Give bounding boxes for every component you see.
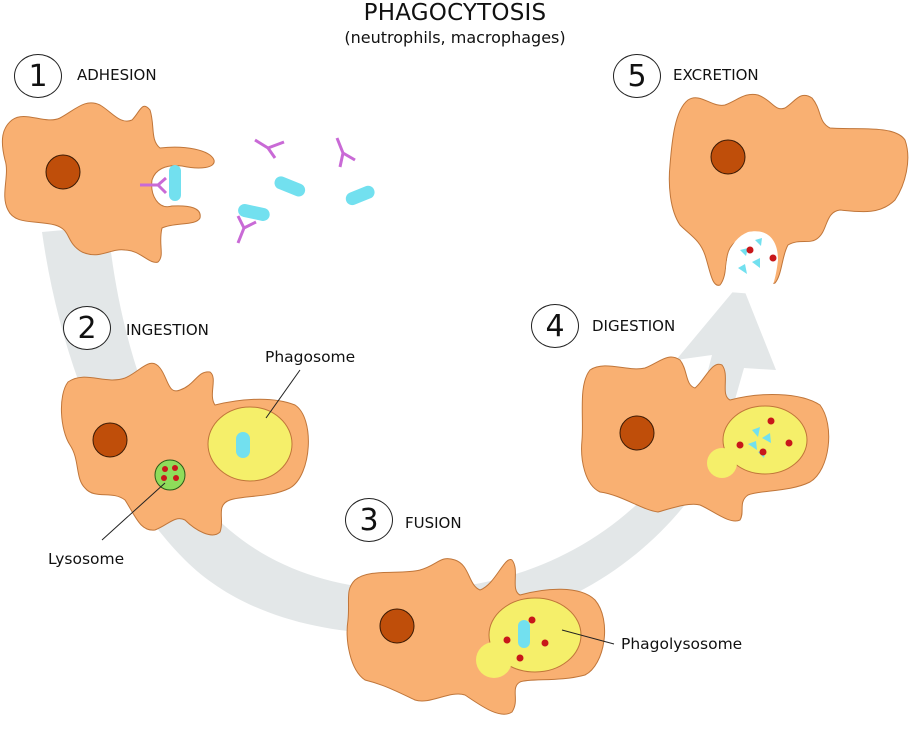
cell-ingestion [60, 362, 309, 541]
lysosome-enzyme [161, 475, 167, 481]
enzyme [767, 417, 775, 425]
ingested-bacterium [236, 432, 250, 458]
nucleus [619, 415, 655, 451]
cycle-arrow [42, 226, 776, 634]
lysosome-enzyme [173, 475, 179, 481]
phagolysosome-leader-line [561, 629, 615, 645]
nucleus [92, 422, 128, 458]
step-number-4: 4 [531, 304, 579, 348]
step-number-5: 5 [613, 54, 661, 98]
digestion-vacuole [722, 405, 808, 475]
digestion-lysosome-bulge [707, 448, 737, 478]
fusing-lysosome [476, 642, 512, 678]
antibody [254, 138, 285, 159]
enzyme [541, 639, 549, 647]
cell-body [346, 558, 606, 715]
step-label-ingestion: INGESTION [126, 321, 209, 339]
cell-body [668, 93, 909, 286]
adhered-bacterium [169, 165, 181, 201]
cell-excretion [668, 93, 909, 295]
step-number-2: 2 [63, 306, 111, 350]
page-subtitle: (neutrophils, macrophages) [344, 28, 566, 47]
page-title: PHAGOCYTOSIS [363, 0, 547, 26]
step-label-excretion: EXCRETION [673, 66, 759, 84]
callout-lysosome: Lysosome [48, 550, 125, 568]
nucleus [710, 139, 746, 175]
step-number-3: 3 [345, 498, 393, 542]
enzyme [516, 654, 524, 662]
bacterial-fragment [752, 427, 760, 437]
enzyme [503, 636, 511, 644]
antibody [335, 137, 356, 168]
cell-fusion [346, 558, 615, 715]
antibodies [140, 137, 356, 244]
lysosome-enzyme [162, 466, 168, 472]
step-number-1: 1 [14, 54, 62, 98]
nucleus [45, 154, 81, 190]
step-label-digestion: DIGESTION [592, 317, 676, 335]
bacterium [345, 185, 375, 206]
bacterial-fragment [748, 441, 757, 450]
antibody [236, 215, 257, 244]
bacterial-fragment [762, 433, 771, 443]
excreted-enzyme [769, 254, 777, 262]
lysosome [154, 459, 186, 491]
excreted-fragment [740, 248, 748, 256]
cycle-arrow-band [42, 226, 776, 634]
excreted-fragment [752, 258, 760, 268]
bacterium [518, 620, 530, 648]
lysosome-enzyme [172, 465, 178, 471]
bacterium [274, 176, 306, 197]
step-label-adhesion: ADHESION [77, 66, 157, 84]
phagosome-leader-line [265, 369, 301, 419]
excretion-opening [725, 231, 778, 295]
excreted-fragment [738, 264, 747, 274]
free-bacteria [169, 165, 375, 221]
cell-digestion [581, 356, 830, 522]
enzyme [759, 448, 767, 456]
callout-phagolysosome: Phagolysosome [621, 635, 743, 653]
enzyme [785, 439, 793, 447]
cell-adhesion [1, 102, 215, 263]
excreted-fragment [755, 238, 762, 246]
enzyme [528, 616, 536, 624]
enzyme [736, 441, 744, 449]
lysosome-leader-line [101, 482, 166, 541]
bacterium [238, 204, 270, 221]
nucleus [379, 608, 415, 644]
cell-body [581, 356, 830, 522]
step-label-fusion: FUSION [405, 514, 462, 532]
excreted-enzyme [746, 246, 754, 254]
antibody [140, 176, 168, 195]
cell-body [1, 102, 215, 263]
cell-body [60, 362, 309, 536]
callout-phagosome: Phagosome [265, 348, 356, 366]
